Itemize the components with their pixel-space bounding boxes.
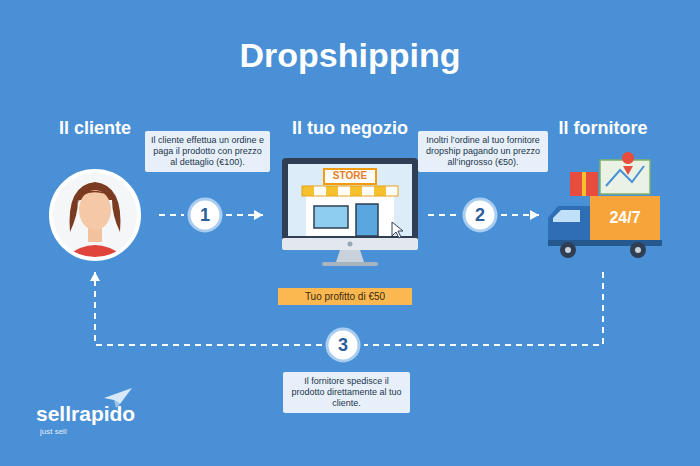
arrowhead	[90, 272, 100, 281]
column-heading: Il tuo negozio	[275, 118, 425, 139]
customer-avatar	[51, 171, 139, 262]
dashed-connector	[90, 272, 322, 345]
column-heading: Il cliente	[35, 118, 155, 139]
dashed-connector	[364, 272, 603, 345]
connector-line	[95, 272, 322, 345]
connector-line	[364, 272, 603, 345]
title: Dropshipping	[0, 36, 700, 75]
step-circle: 2	[462, 197, 498, 233]
dashed-connector	[501, 210, 539, 220]
note-text: Il fornitore spedisce il prodotto dirett…	[289, 376, 404, 409]
connector-line	[428, 214, 459, 216]
step-number: 3	[338, 335, 348, 356]
supplier-node: Il fornitore	[543, 118, 663, 268]
note-text: Tuo profitto di €50	[305, 291, 385, 302]
dashed-connector	[159, 215, 184, 216]
column-heading: Il fornitore	[543, 118, 663, 139]
step-circle: 1	[187, 197, 223, 233]
delivery-truck	[548, 152, 662, 258]
step-number: 1	[200, 205, 210, 226]
note-text: Il cliente effettua un ordine e paga il …	[151, 135, 264, 168]
step-note: Il fornitore spedisce il prodotto dirett…	[283, 372, 410, 413]
logo-text: sellrapido	[36, 402, 135, 426]
store-node: Il tuo negozio	[275, 118, 425, 268]
step-note: Il cliente effettua un ordine e paga il …	[145, 131, 270, 172]
store-monitor	[282, 158, 418, 266]
customer-node: Il cliente	[35, 118, 155, 268]
store-sign: STORE	[324, 170, 376, 181]
logo-tagline: just sell	[40, 427, 67, 436]
dashed-connector	[428, 215, 459, 216]
step-number: 2	[475, 205, 485, 226]
dashed-connector	[226, 210, 263, 220]
arrowhead	[530, 210, 539, 220]
step-circle: 3	[325, 327, 361, 363]
step-note: Inoltri l’ordine al tuo fornitore dropsh…	[418, 131, 548, 172]
truck-text: 24/7	[590, 209, 660, 227]
profit-box: Tuo profitto di €50	[278, 288, 412, 305]
arrowhead	[254, 210, 263, 220]
note-text: Inoltri l’ordine al tuo fornitore dropsh…	[424, 135, 542, 168]
connector-line	[159, 214, 184, 216]
